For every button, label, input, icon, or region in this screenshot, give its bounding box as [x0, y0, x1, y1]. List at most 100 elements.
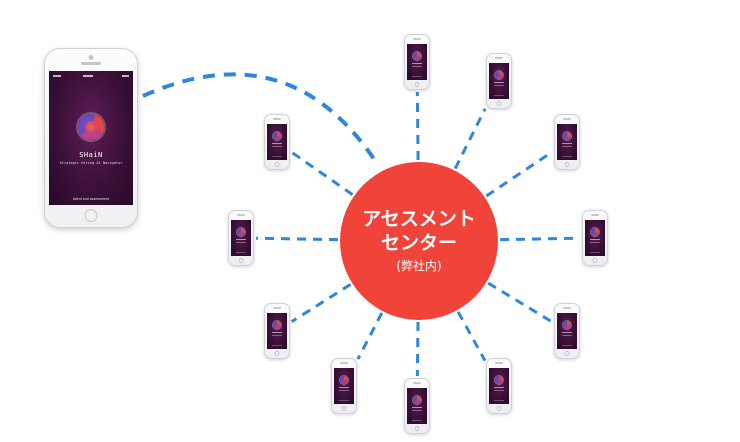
mini-brand-line [562, 155, 572, 157]
main-phone-connector [142, 72, 380, 167]
phone-screen [407, 44, 427, 80]
home-button [238, 258, 244, 263]
phone-screen [489, 368, 509, 404]
mini-brand-line [236, 251, 246, 253]
satellite-phone [582, 210, 608, 266]
shain-logo-icon [495, 376, 503, 385]
phone-screen [334, 368, 354, 404]
phone-screen [557, 313, 577, 349]
mini-title-line [272, 331, 282, 333]
mini-brand-line [494, 399, 504, 401]
home-button [592, 258, 598, 263]
home-button [84, 209, 98, 222]
shain-logo-icon [78, 114, 104, 140]
mini-title-line [494, 386, 504, 388]
mini-brand-line [590, 251, 600, 253]
hub-label-line2: センター [380, 232, 457, 254]
spoke-connector [415, 91, 420, 161]
spoke-connector [456, 311, 487, 362]
speaker-grill [495, 57, 503, 59]
spoke-connector [453, 108, 487, 170]
mini-title-line [494, 81, 504, 83]
mini-subtitle-line [590, 241, 600, 243]
assessment-center-hub: アセスメント センター (弊社内) [340, 162, 498, 320]
satellite-phone [554, 114, 580, 170]
mini-subtitle-line [562, 145, 572, 147]
satellite-phone [554, 303, 580, 359]
shain-logo-icon [273, 132, 281, 141]
spoke-connector [290, 150, 354, 196]
home-button [564, 162, 570, 167]
shain-logo-icon [591, 228, 599, 237]
spoke-connector [290, 283, 352, 323]
shain-logo-icon [563, 321, 571, 330]
speaker-grill [273, 118, 281, 120]
home-button [564, 351, 570, 356]
mini-subtitle-line [236, 241, 246, 243]
spoke-connector [255, 236, 339, 242]
speaker-grill [237, 214, 245, 216]
hub-label-line3: (弊社内) [396, 259, 442, 273]
spoke-connector [487, 281, 554, 324]
home-button [496, 406, 502, 411]
phone-screen [267, 124, 287, 160]
home-button [341, 406, 347, 411]
phone-screen [585, 220, 605, 256]
hub-label-line1: アセスメント [362, 208, 476, 230]
mini-subtitle-line [494, 389, 504, 391]
satellite-phone [228, 210, 254, 266]
mini-brand-line [562, 344, 572, 346]
shain-logo-icon [413, 396, 421, 405]
brand-label: talent and assessment [73, 197, 109, 201]
home-button [496, 101, 502, 106]
speaker-grill [413, 382, 421, 384]
mini-subtitle-line [562, 334, 572, 336]
mini-subtitle-line [494, 84, 504, 86]
satellite-phone [486, 358, 512, 414]
phone-screen [489, 63, 509, 99]
spoke-connector [499, 236, 581, 242]
camera-icon [88, 55, 94, 60]
mini-title-line [562, 331, 572, 333]
speaker-grill [591, 214, 599, 216]
shain-logo-icon [413, 52, 421, 61]
speaker-grill [563, 118, 571, 120]
mini-subtitle-line [339, 389, 349, 391]
mini-brand-line [494, 94, 504, 96]
home-button [274, 351, 280, 356]
mini-subtitle-line [272, 334, 282, 336]
mini-title-line [412, 62, 422, 64]
mini-title-line [272, 142, 282, 144]
mini-title-line [339, 386, 349, 388]
shain-logo-icon [340, 376, 348, 385]
main-phone-screen: SHaiN Strategic Hiring AI Navigator tale… [49, 71, 133, 205]
phone-screen [231, 220, 251, 256]
mini-brand-line [412, 75, 422, 77]
shain-logo-icon [237, 228, 245, 237]
shain-logo-icon [563, 132, 571, 141]
mini-brand-line [412, 419, 422, 421]
mini-brand-line [339, 399, 349, 401]
mini-subtitle-line [412, 65, 422, 67]
speaker-grill [81, 62, 101, 65]
satellite-phone [404, 34, 430, 90]
speaker-grill [495, 362, 503, 364]
main-phone: SHaiN Strategic Hiring AI Navigator tale… [44, 48, 138, 228]
mini-title-line [590, 238, 600, 240]
phone-screen [407, 388, 427, 424]
shain-logo-icon [273, 321, 281, 330]
shain-logo-icon [495, 71, 503, 80]
phone-screen [557, 124, 577, 160]
mini-brand-line [272, 155, 282, 157]
mini-brand-line [272, 344, 282, 346]
status-bar [49, 73, 133, 79]
home-button [274, 162, 280, 167]
speaker-grill [340, 362, 348, 364]
satellite-phone [331, 358, 357, 414]
satellite-phone [264, 303, 290, 359]
app-subtitle: Strategic Hiring AI Navigator [59, 161, 123, 165]
phone-screen [267, 313, 287, 349]
mini-title-line [236, 238, 246, 240]
